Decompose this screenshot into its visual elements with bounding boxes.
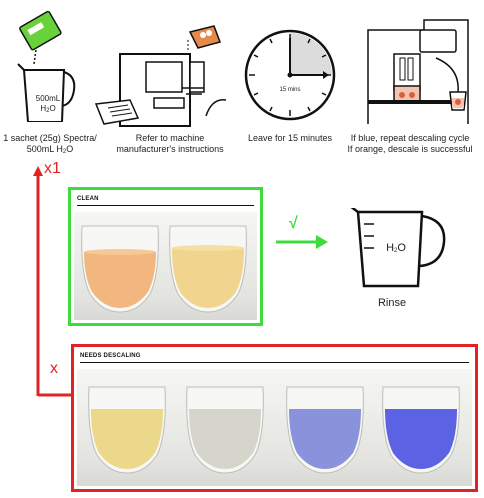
step-3-illustration (243, 28, 337, 122)
rinse-label: Rinse (377, 297, 407, 309)
step-1-illustration (10, 10, 80, 123)
step-1-caption: 1 sachet (25g) Spectra/500mL H2O (3, 133, 97, 155)
descaling-glasses-image (88, 386, 460, 474)
clean-glasses-image (81, 225, 247, 313)
clock-label: 15 mins (279, 87, 301, 93)
clean-panel: CLEAN (68, 187, 263, 326)
step-3-caption: Leave for 15 minutes (247, 133, 333, 143)
clean-photo (74, 212, 257, 320)
green-arrow-icon (276, 235, 328, 249)
rinse-jug-icon (349, 205, 446, 288)
manual-icon (94, 99, 140, 125)
needs-descaling-panel: NEEDS DESCALING (71, 344, 478, 492)
clean-glass-1 (81, 225, 159, 313)
loop-label-x: x (50, 360, 58, 377)
descaling-glass-1 (88, 386, 166, 474)
pitcher-icon (188, 25, 221, 49)
loop-label-x1: x1 (44, 160, 61, 177)
coffee-machine-icon (367, 19, 469, 124)
needs-descaling-rule (80, 362, 469, 363)
loop-arrow-icon (33, 166, 74, 397)
loop-arrow (28, 164, 74, 398)
clean-to-rinse-arrow (276, 234, 328, 250)
descaling-glass-2 (186, 386, 264, 474)
clock-icon (244, 29, 336, 121)
step-2-illustration (94, 22, 232, 128)
clean-glass-2 (169, 225, 247, 313)
needs-descaling-title: NEEDS DESCALING (80, 353, 141, 359)
descaling-glass-3 (286, 386, 364, 474)
step-4-illustration (364, 18, 474, 124)
machine-manual-icon (94, 25, 227, 127)
descaling-photo (77, 369, 472, 486)
descaling-glass-4 (382, 386, 460, 474)
clean-check-mark: √ (289, 215, 298, 232)
rinse-jug (344, 205, 448, 288)
clean-panel-title: CLEAN (77, 196, 99, 202)
rinse-jug-label: H2O (386, 242, 406, 254)
clean-panel-rule (77, 205, 254, 206)
sachet-jug-icon (17, 10, 76, 123)
sachet-icon (19, 10, 62, 51)
